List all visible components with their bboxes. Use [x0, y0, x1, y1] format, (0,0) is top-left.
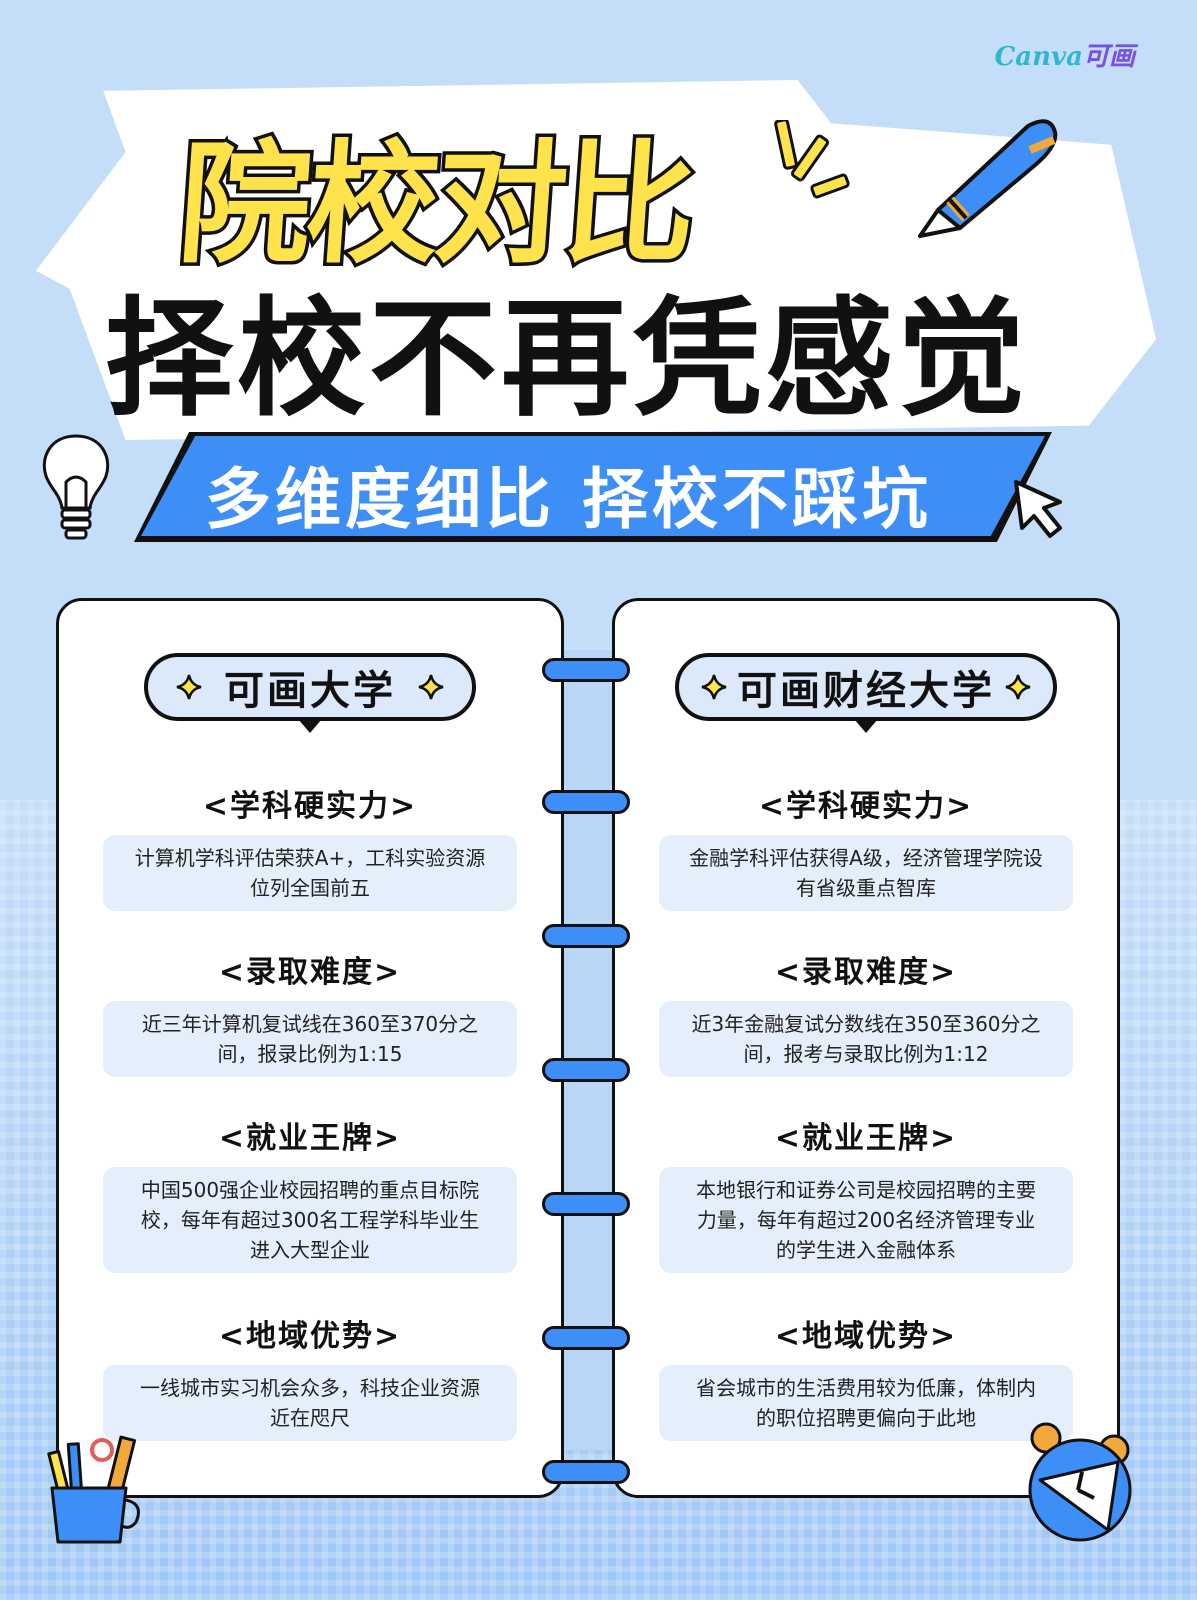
sparkle-star-icon: [176, 674, 202, 700]
page-subtitle: 择校不再凭感觉: [105, 285, 1030, 434]
section-title: <地域优势>: [218, 1319, 402, 1354]
banner-text: 多维度细比 择校不踩坑: [205, 461, 932, 538]
lightbulb-icon: [42, 434, 110, 540]
pencil-cup-icon: [47, 1435, 140, 1544]
section-text-box: 省会城市的生活费用较为低廉，体制内的职位招聘更偏向于此地: [659, 1365, 1073, 1441]
sparkle-star-icon: [418, 674, 444, 700]
binder-ring: [542, 1058, 630, 1082]
sparkle-lines-icon: [774, 120, 850, 199]
school-card-right: 可画财经大学 <学科硬实力> 金融学科评估获得A级，经济管理学院设有省级重点智库…: [612, 598, 1120, 1498]
school-name: 可画大学: [224, 668, 396, 714]
binder-ring: [542, 1326, 630, 1350]
section-text-box: 计算机学科评估荣获A+，工科实验资源位列全国前五: [103, 835, 517, 911]
binder-ring: [542, 1460, 630, 1484]
fountain-pen-icon: [918, 119, 1058, 238]
section-title: <学科硬实力>: [202, 789, 418, 824]
section-title: <学科硬实力>: [758, 789, 974, 824]
binder-ring: [542, 1192, 630, 1216]
sparkle-star-icon: [1005, 674, 1031, 700]
binder-ring: [542, 658, 630, 682]
school-name-badge: 可画财经大学: [675, 653, 1057, 721]
mouse-cursor-icon: [1014, 480, 1062, 538]
banner: [141, 436, 1045, 536]
school-card-left: 可画大学 <学科硬实力> 计算机学科评估荣获A+，工科实验资源位列全国前五 <录…: [56, 598, 564, 1498]
brand-logo: Canva可画: [994, 42, 1135, 72]
binder-ring: [542, 790, 630, 814]
school-name-badge: 可画大学: [144, 653, 476, 721]
binder-ring: [542, 924, 630, 948]
section-text-box: 一线城市实习机会众多，科技企业资源近在咫尺: [103, 1365, 517, 1441]
section-text-box: 金融学科评估获得A级，经济管理学院设有省级重点智库: [659, 835, 1073, 911]
section-title: <就业王牌>: [218, 1121, 402, 1156]
section-text-box: 近3年金融复试分数线在350至360分之间，报考与录取比例为1:12: [659, 1001, 1073, 1077]
alarm-clock-icon: [1028, 1422, 1132, 1542]
section-text-box: 中国500强企业校园招聘的重点目标院校，每年有超过300名工程学科毕业生进入大型…: [103, 1167, 517, 1273]
section-title: <录取难度>: [218, 955, 402, 990]
binder-spine: [562, 650, 612, 1450]
section-text-box: 本地银行和证券公司是校园招聘的主要力量，每年有超过200名经济管理专业的学生进入…: [659, 1167, 1073, 1273]
section-title: <录取难度>: [774, 955, 958, 990]
sparkle-star-icon: [701, 674, 727, 700]
school-name: 可画财经大学: [737, 668, 995, 714]
section-title: <就业王牌>: [774, 1121, 958, 1156]
section-title: <地域优势>: [774, 1319, 958, 1354]
header-paper: [36, 80, 1156, 440]
section-text-box: 近三年计算机复试线在360至370分之间，报录比例为1:15: [103, 1001, 517, 1077]
